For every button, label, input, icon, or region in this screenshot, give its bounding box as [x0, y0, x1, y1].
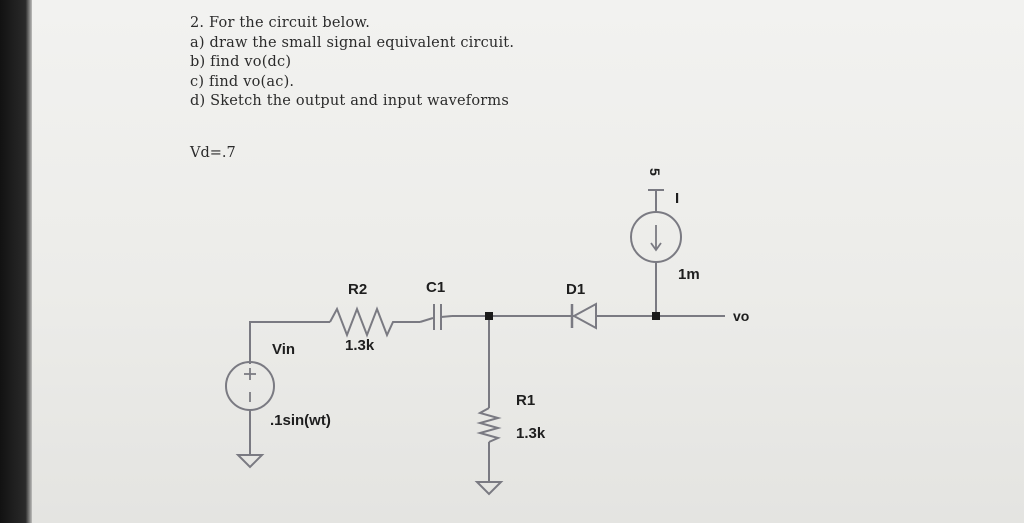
isrc-value-label: 1m [678, 266, 700, 283]
current-source-i [630, 211, 682, 263]
dark-edge [0, 0, 32, 523]
problem-statement: 2. For the circuit below. a) draw the sm… [190, 14, 514, 112]
wire-vin-to-r2 [249, 321, 330, 364]
diode-d1-symbol [568, 302, 597, 330]
isrc-name-label: I [675, 190, 679, 207]
r2-value-label: 1.3k [345, 337, 375, 354]
diode-voltage-note: Vd=.7 [190, 145, 236, 161]
wires [249, 190, 725, 482]
problem-line-3: b) find vo(dc) [190, 54, 292, 70]
output-label: vo [733, 308, 749, 324]
resistor-r1-symbol [476, 407, 502, 443]
voltage-source-vin [225, 361, 275, 411]
r1-value-label: 1.3k [516, 425, 546, 442]
vin-value-label: .1sin(wt) [270, 412, 331, 429]
r1-name-label: R1 [516, 392, 535, 409]
c1-name-label: C1 [426, 279, 445, 296]
ground-vin-icon [235, 454, 265, 469]
node-a-dot [485, 312, 493, 320]
problem-line-4: c) find vo(ac). [190, 73, 295, 90]
node-b-dot [652, 312, 660, 320]
ground-r1-icon [474, 481, 504, 496]
capacitor-c1-symbol [419, 304, 453, 330]
supply-label: 5 [647, 168, 663, 176]
r2-name-label: R2 [348, 281, 367, 298]
problem-line-5: d) Sketch the output and input waveforms [190, 93, 510, 109]
problem-line-2: a) draw the small signal equivalent circ… [190, 34, 515, 51]
vin-name-label: Vin [272, 341, 295, 358]
problem-line-1: 2. For the circuit below. [190, 15, 371, 31]
resistor-r2-symbol [329, 306, 398, 338]
d1-name-label: D1 [566, 281, 585, 298]
